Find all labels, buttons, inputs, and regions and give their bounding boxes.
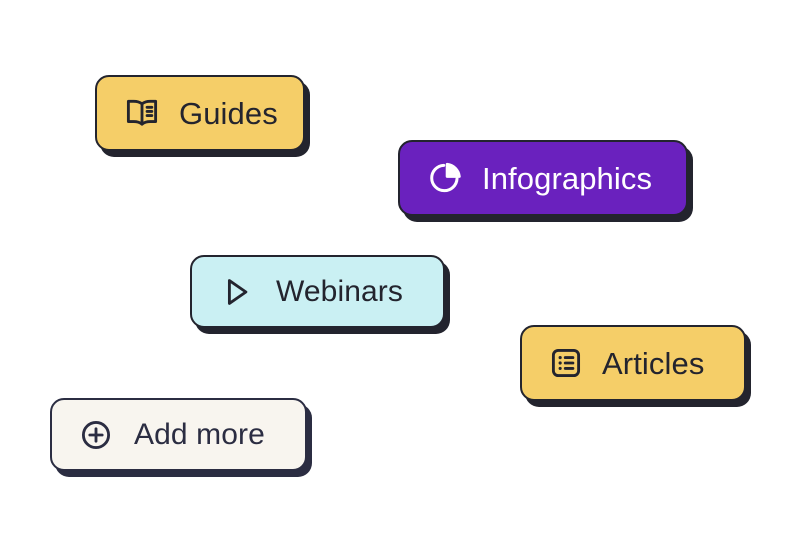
chip-articles-label: Articles	[602, 345, 705, 381]
chip-add-more[interactable]: Add more	[50, 398, 307, 471]
chip-infographics[interactable]: Infographics	[398, 140, 688, 216]
play-triangle-icon	[218, 274, 254, 310]
chip-webinars-label: Webinars	[276, 274, 403, 308]
chip-webinars[interactable]: Webinars	[190, 255, 445, 328]
plus-circle-icon	[78, 417, 114, 453]
pie-chart-icon	[426, 159, 464, 197]
chip-guides[interactable]: Guides	[95, 75, 305, 151]
open-book-icon	[123, 94, 161, 132]
chip-infographics-label: Infographics	[482, 160, 653, 196]
list-icon	[548, 345, 584, 381]
chip-guides-label: Guides	[179, 95, 278, 131]
chip-articles[interactable]: Articles	[520, 325, 746, 401]
chip-add-more-label: Add more	[134, 417, 265, 451]
